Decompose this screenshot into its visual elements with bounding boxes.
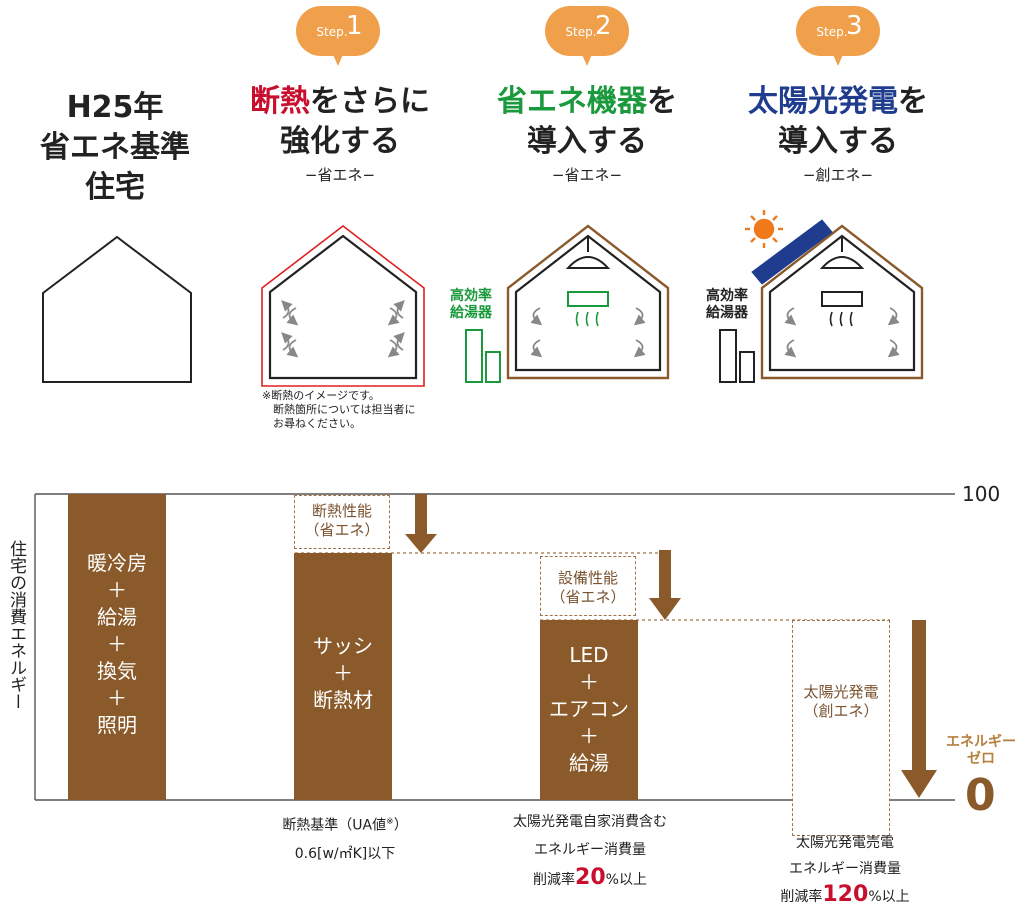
step3-heater-icon (719, 329, 755, 383)
insulation-box: 断熱性能 （省エネ） (294, 495, 390, 549)
caption2-line1: 太陽光発電自家消費含む (513, 814, 667, 830)
step3-title-rest: を (898, 84, 928, 119)
step3-title: 太陽光発電を 導入する (738, 82, 938, 162)
base-title-line3: 住宅 (85, 170, 145, 205)
down-arrow-3 (901, 620, 937, 798)
step2-title-rest: を (647, 84, 677, 119)
bar-base-text: 暖冷房 ＋ 給湯 ＋ 換気 ＋ 照明 (87, 551, 147, 737)
step2-number: 2 (595, 11, 612, 41)
base-title-line2: 省エネ基準 (40, 130, 190, 165)
step2-heater-icon (465, 329, 501, 383)
step1-sub: −省エネ− (304, 166, 376, 184)
bar-insulation: サッシ ＋ 断熱材 (294, 553, 392, 800)
caption2-line2: エネルギー消費量 (534, 842, 646, 858)
step3-title-highlight: 太陽光発電 (748, 84, 898, 119)
solar-box: 太陽光発電 （創エネ） (792, 620, 890, 836)
down-arrow-2 (649, 550, 681, 620)
house-illustrations (42, 210, 924, 387)
step1-title: 断熱をさらに 強化する (240, 82, 440, 162)
caption3-pre: 削減率 (780, 889, 823, 905)
solar-panel-icon (751, 219, 833, 285)
step2-heater-label: 高効率 給湯器 (450, 288, 492, 321)
caption3-line2: エネルギー消費量 (789, 861, 901, 877)
tick-100: 100 (962, 482, 1001, 506)
bar-base: 暖冷房 ＋ 給湯 ＋ 換気 ＋ 照明 (68, 494, 166, 800)
step3-sub: −創エネ− (802, 166, 874, 184)
caption1-line1-end: ） (393, 817, 408, 834)
step1-title-highlight: 断熱 (250, 84, 310, 119)
y-axis-label: 住宅の消費エネルギー (6, 540, 26, 710)
insulation-note: ※断熱のイメージです。 断熱箇所については担当者に お尋ねください。 (262, 389, 416, 430)
caption-insulation: 断熱基準（UA値※） 0.6[w/㎡K]以下 (250, 808, 440, 868)
caption3-line1: 太陽光発電売電 (796, 835, 894, 851)
caption1-sup: ※ (386, 817, 394, 827)
step3-title-line2: 導入する (778, 124, 898, 159)
caption2-big: 20 (575, 865, 606, 890)
down-arrow-1 (405, 494, 437, 553)
caption1-line2: 0.6[w/㎡K]以下 (294, 845, 396, 862)
step3-heater-label: 高効率 給湯器 (706, 288, 748, 321)
step1-title-rest: をさらに (310, 84, 430, 119)
step1-number: 1 (346, 11, 363, 41)
step1-house-icon (261, 224, 425, 387)
zero-label: エネルギー ゼロ (946, 734, 1016, 767)
sun-icon (745, 210, 783, 248)
step2-title-line2: 導入する (527, 124, 647, 159)
bar-equipment: LED ＋ エアコン ＋ 給湯 (540, 620, 638, 800)
caption1-line1: 断熱基準（UA値 (282, 817, 387, 834)
step1-title-line2: 強化する (280, 124, 400, 159)
caption2-post: %以上 (605, 872, 647, 888)
base-house-icon (42, 235, 192, 383)
step1-label: Step. (316, 25, 348, 39)
step3-house-icon (760, 224, 924, 380)
base-title-line1: H25年 (66, 90, 164, 125)
step2-house-icon (506, 224, 670, 380)
step3-label: Step. (816, 25, 848, 39)
caption3-post: %以上 (868, 889, 910, 905)
step3-number: 3 (846, 11, 863, 41)
bar-equipment-text: LED ＋ エアコン ＋ 給湯 (549, 643, 629, 775)
step2-bubble: Step. 2 (545, 6, 629, 66)
equipment-box: 設備性能 （省エネ） (540, 556, 636, 616)
caption2-pre: 削減率 (533, 872, 576, 888)
caption3-big: 120 (822, 882, 869, 907)
step2-title: 省エネ機器を 導入する (487, 82, 687, 162)
step3-bubble: Step. 3 (796, 6, 880, 66)
caption-solar: 太陽光発電売電 エネルギー消費量 削減率120%以上 (750, 830, 940, 910)
energy-chart (34, 493, 955, 801)
step2-label: Step. (565, 25, 597, 39)
caption-equipment: 太陽光発電自家消費含む エネルギー消費量 削減率20%以上 (480, 808, 700, 894)
step1-bubble: Step. 1 (296, 6, 380, 66)
tick-0: 0 (965, 770, 996, 821)
bar-insulation-text: サッシ ＋ 断熱材 (313, 634, 373, 712)
step2-title-highlight: 省エネ機器 (497, 84, 647, 119)
base-title: H25年 省エネ基準 住宅 (30, 88, 200, 208)
step2-sub: −省エネ− (551, 166, 623, 184)
